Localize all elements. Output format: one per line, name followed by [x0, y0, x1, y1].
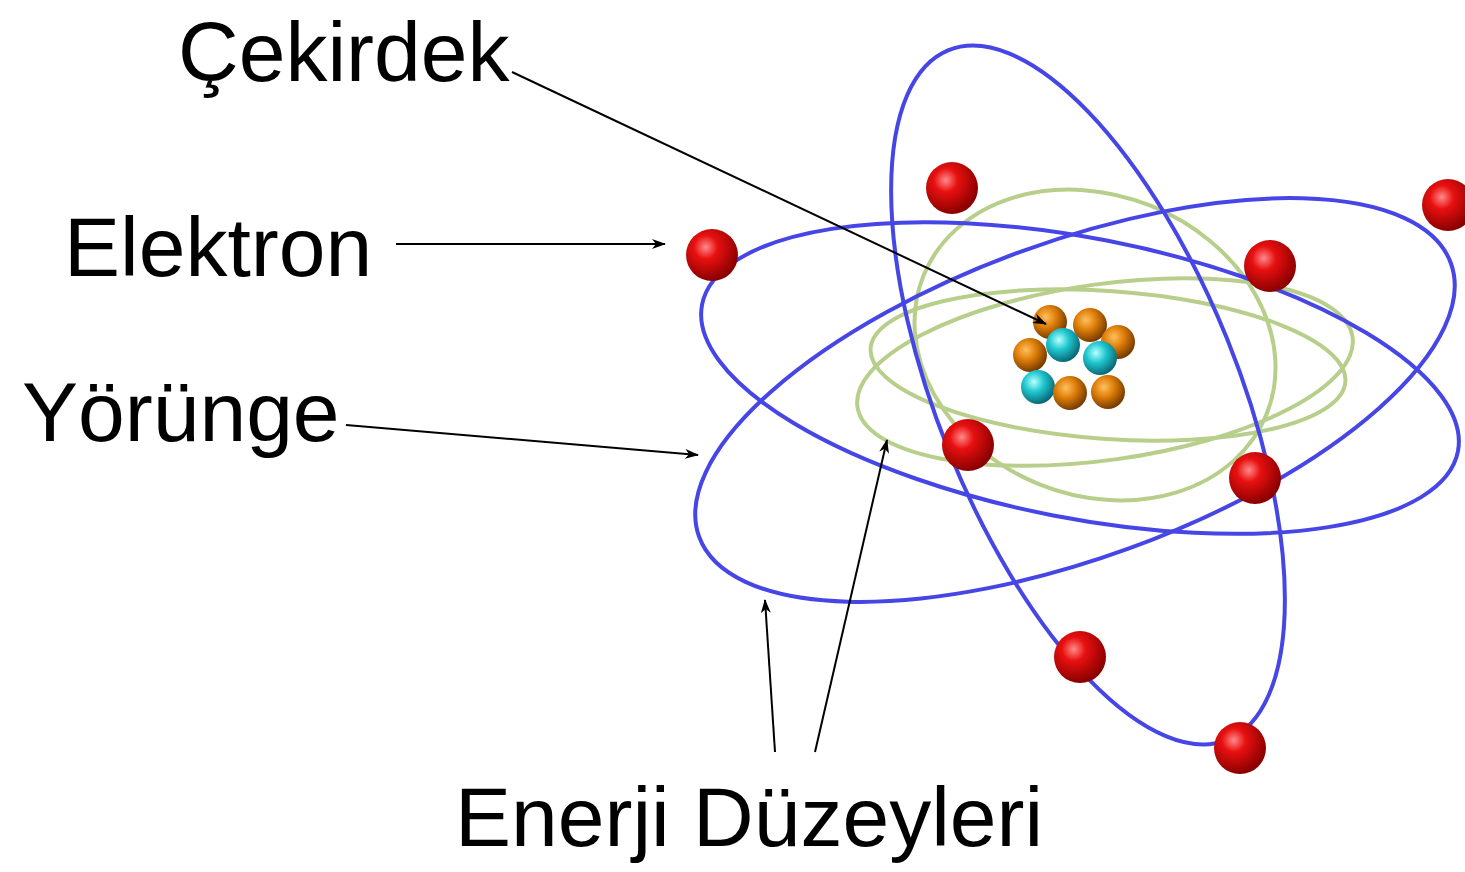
- part-label: Elektron: [64, 205, 372, 289]
- part-label: Yörünge: [22, 370, 340, 454]
- orbits: [645, 0, 1465, 796]
- part-label: Çekirdek: [178, 10, 509, 94]
- leader-lines: [346, 72, 1046, 752]
- nucleus: [1013, 305, 1135, 410]
- electrons: [686, 162, 1465, 774]
- part-label: Enerji Düzeyleri: [455, 775, 1043, 859]
